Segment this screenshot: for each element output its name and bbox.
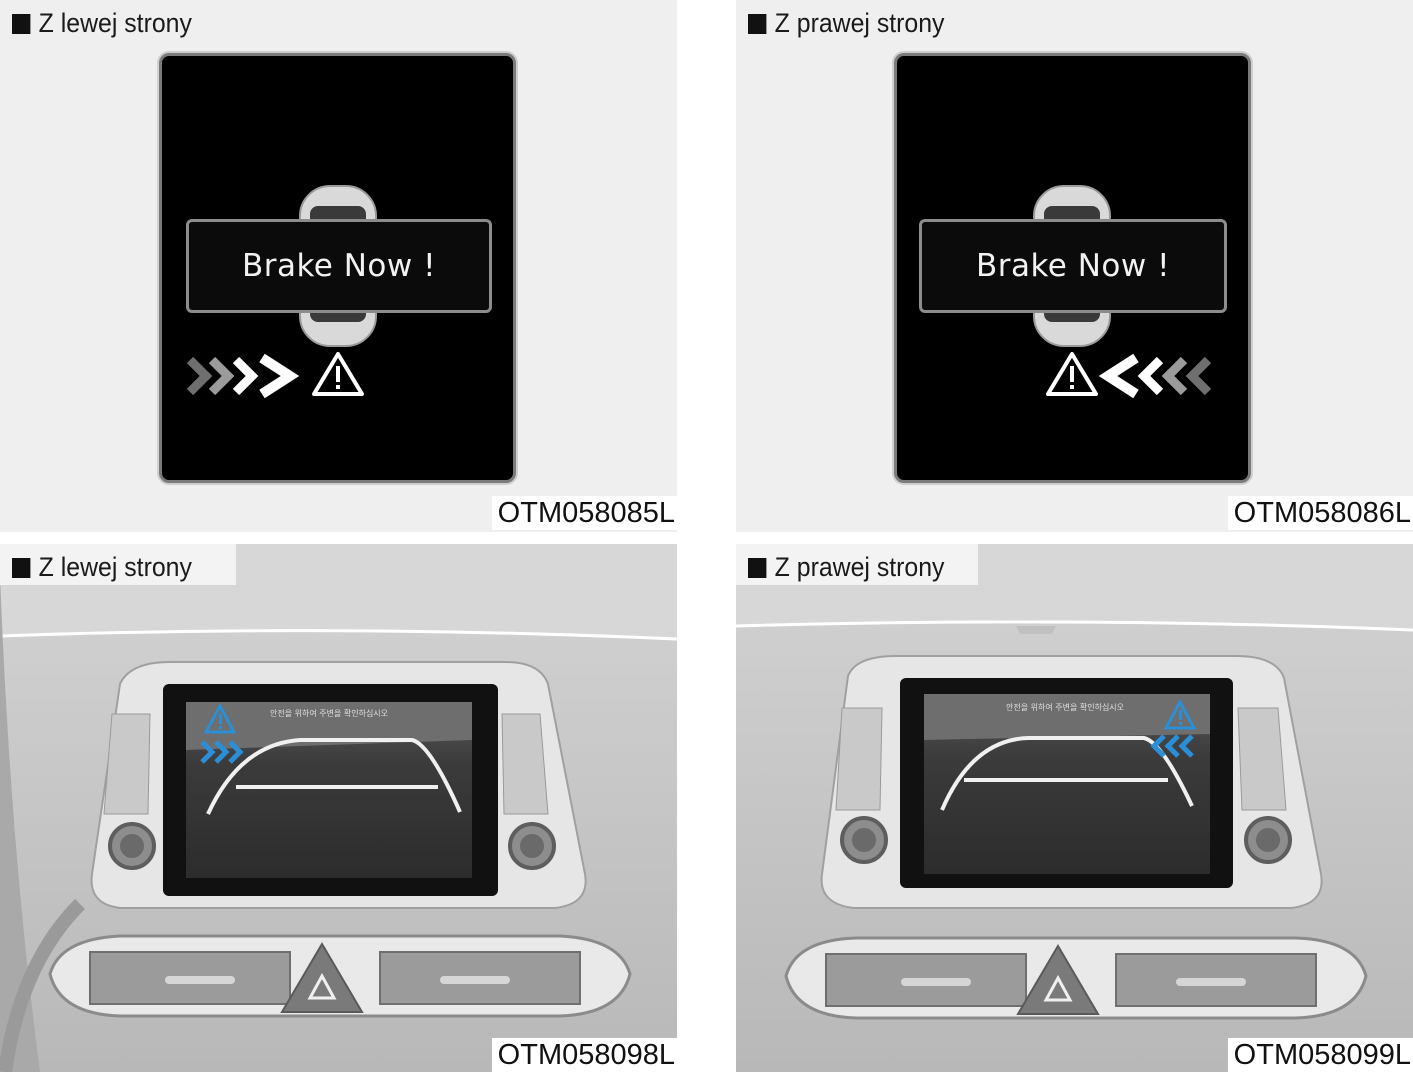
square-bullet-icon xyxy=(748,13,767,34)
panel-title-text: Z prawej strony xyxy=(774,552,945,582)
camera-overlay-text: 안전을 위하여 주변을 확인하십시오 xyxy=(270,709,389,718)
dashboard-illustration xyxy=(736,544,1413,1072)
camera-overlay-text: 안전을 위하여 주변을 확인하십시오 xyxy=(1006,703,1125,712)
figure-code: OTM058086L xyxy=(1227,496,1413,530)
brake-now-message: Brake Now ! xyxy=(919,219,1227,313)
figure-code: OTM058098L xyxy=(491,1038,677,1072)
warning-triangle-icon xyxy=(1046,352,1098,396)
chevron-left-icon xyxy=(1098,353,1212,399)
parking-guide-lines xyxy=(206,738,462,815)
square-bullet-icon xyxy=(12,13,31,34)
panel-dashboard-left: Z lewej strony 안전을 위하여 주변을 확인하십시오 OTM058… xyxy=(0,544,677,1072)
side-vent xyxy=(103,713,549,815)
chevron-right-icon xyxy=(186,353,300,399)
panel-cluster-left: Z lewej strony Brake Now ! OTM058085L xyxy=(0,0,677,532)
panel-title-text: Z lewej strony xyxy=(38,8,192,38)
title-background xyxy=(0,544,236,585)
warning-triangle-icon xyxy=(203,702,237,734)
panel-title-text: Z prawej strony xyxy=(774,8,945,38)
brake-now-message: Brake Now ! xyxy=(186,219,492,313)
dashboard-illustration xyxy=(0,544,677,1072)
chevron-right-icon xyxy=(200,740,244,764)
panel-title: Z prawej strony xyxy=(748,552,944,583)
title-background xyxy=(736,544,978,585)
warning-triangle-icon xyxy=(312,352,364,396)
panel-title: Z prawej strony xyxy=(748,8,944,39)
panel-title-text: Z lewej strony xyxy=(38,552,192,582)
panel-title: Z lewej strony xyxy=(12,8,192,39)
parking-guide-lines xyxy=(940,736,1194,811)
figure-code: OTM058085L xyxy=(491,496,677,530)
panel-cluster-right: Z prawej strony Brake Now ! OTM058086L xyxy=(736,0,1413,532)
panel-title: Z lewej strony xyxy=(12,552,192,583)
side-vent xyxy=(835,707,1287,811)
square-bullet-icon xyxy=(748,557,767,578)
chevron-left-icon xyxy=(1150,734,1194,758)
panel-dashboard-right: Z prawej strony 안전을 위하여 주변을 확인하십시오 OTM05… xyxy=(736,544,1413,1072)
square-bullet-icon xyxy=(12,557,31,578)
figure-code: OTM058099L xyxy=(1227,1038,1413,1072)
warning-triangle-icon xyxy=(1163,698,1197,730)
